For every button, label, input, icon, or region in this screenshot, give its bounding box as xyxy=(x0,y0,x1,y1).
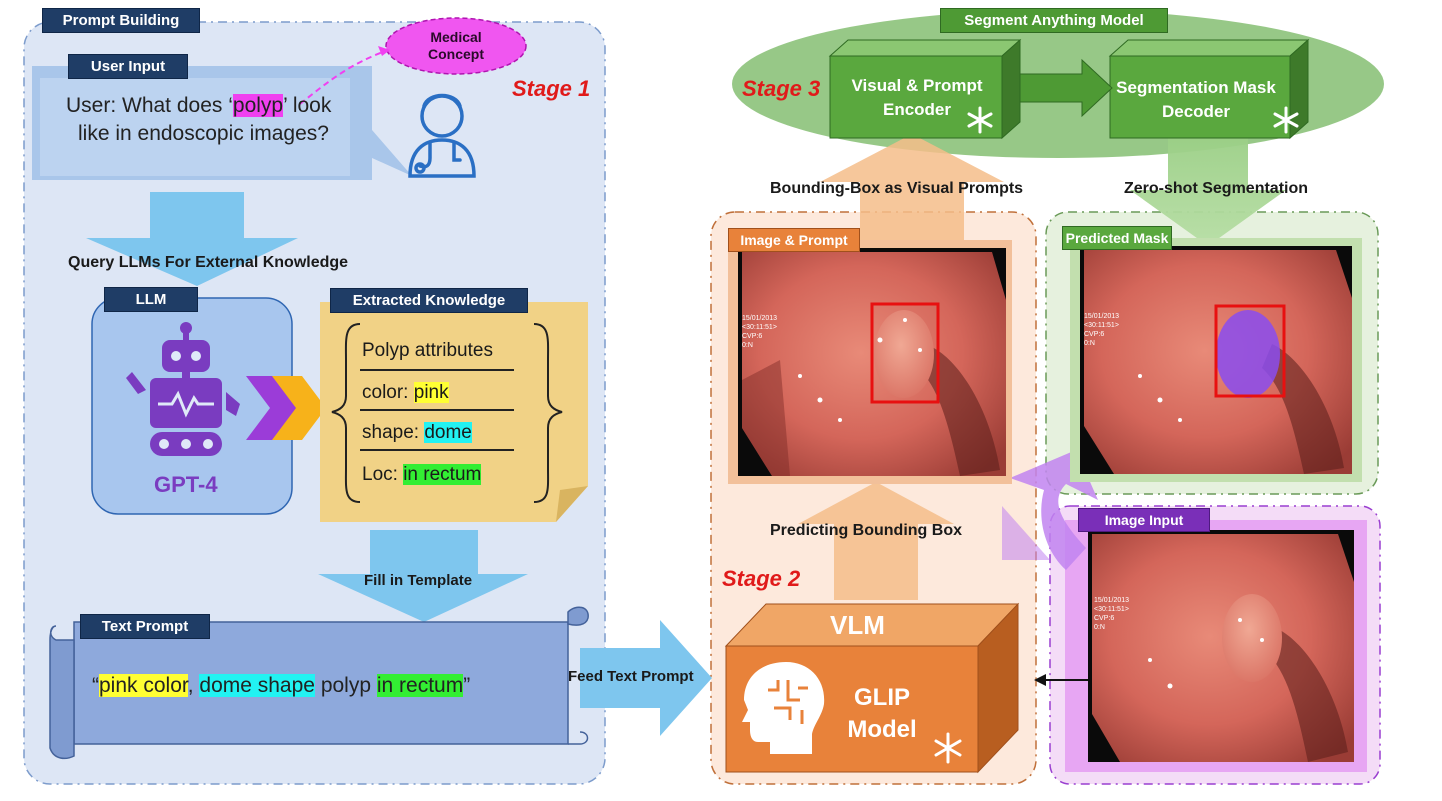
concept-dashed-line xyxy=(299,49,389,105)
predicted-mask-label: Predicted Mask xyxy=(1062,226,1172,250)
query-down-arrow xyxy=(86,192,298,286)
encoder-box xyxy=(828,38,1022,140)
bounding-box xyxy=(870,302,940,404)
image-input-label: Image Input xyxy=(1078,508,1210,532)
text-prompt-label: Text Prompt xyxy=(80,614,210,639)
vlm-label: VLM xyxy=(830,610,885,640)
feed-text-prompt-label: Feed Text Prompt xyxy=(568,668,694,685)
fill-template-label: Fill in Template xyxy=(364,572,473,589)
encoder-label: Visual & Prompt Encoder xyxy=(851,76,983,119)
mask-bounding-box xyxy=(1214,304,1286,398)
decoder-label: Segmentation Mask Decoder xyxy=(1116,78,1276,121)
user-input-inner xyxy=(40,78,350,176)
user-input-label: User Input xyxy=(68,54,188,79)
endoscopy-image-input xyxy=(1088,530,1354,762)
left-brace xyxy=(331,323,361,503)
sam-label: Segment Anything Model xyxy=(940,8,1168,33)
feed-right-arrow xyxy=(580,620,712,736)
bbox-visual-prompts-label: Bounding-Box as Visual Prompts xyxy=(770,180,1024,197)
stage3-label: Stage 3 xyxy=(742,76,821,101)
snowflake-icon xyxy=(1273,106,1299,134)
prompt-building-label: Prompt Building xyxy=(42,8,200,33)
extracted-knowledge-label: Extracted Knowledge xyxy=(330,288,528,313)
question-line1: User: What does ‘polyp’ look xyxy=(66,94,332,117)
image-prompt-label: Image & Prompt xyxy=(728,228,860,252)
predicted-mask-overlay xyxy=(1216,310,1280,398)
stage1-label: Stage 1 xyxy=(512,76,591,101)
predict-up-arrow xyxy=(798,482,954,600)
doctor-icon xyxy=(408,93,476,178)
user-question: User: What does ‘polyp’ look like in end… xyxy=(66,92,331,148)
knowledge-color: color: pink xyxy=(362,382,449,403)
snowflake-icon xyxy=(967,106,993,134)
decoder-box xyxy=(1108,38,1310,140)
knowledge-note xyxy=(320,302,588,522)
endoscopy-image-mask xyxy=(1080,246,1352,474)
snowflake-icon xyxy=(934,732,962,764)
zeroshot-segmentation-label: Zero-shot Segmentation xyxy=(1124,180,1309,197)
predicting-bbox-label: Predicting Bounding Box xyxy=(770,522,962,539)
knowledge-loc: Loc: in rectum xyxy=(362,464,482,485)
knowledge-heading: Polyp attributes xyxy=(362,340,493,361)
gpt4-label: GPT-4 xyxy=(154,472,218,497)
text-prompt-content: “pink color, dome shape polyp in rectum” xyxy=(92,674,471,697)
knowledge-shape: shape: dome xyxy=(362,422,472,443)
zeroshot-down-arrow xyxy=(1130,138,1286,246)
image-input-arrow-left xyxy=(1002,506,1050,560)
llm-label: LLM xyxy=(104,287,198,312)
glip-model-label: GLIP Model xyxy=(847,684,917,743)
brain-head-icon xyxy=(742,662,825,754)
right-brace xyxy=(533,323,563,503)
endoscopy-image-prompt xyxy=(738,248,1006,476)
bbox-up-arrow xyxy=(820,134,1004,250)
query-llms-label: Query LLMs For External Knowledge xyxy=(68,254,349,271)
stage2-label: Stage 2 xyxy=(722,566,801,591)
heartbeat-icon xyxy=(158,390,214,418)
medical-concept-label: Medical Concept xyxy=(428,29,484,62)
fill-down-arrow xyxy=(318,530,528,622)
encoder-to-decoder-arrow xyxy=(1019,58,1113,118)
question-line2: like in endoscopic images? xyxy=(78,122,329,145)
medical-concept-ellipse xyxy=(385,17,527,75)
